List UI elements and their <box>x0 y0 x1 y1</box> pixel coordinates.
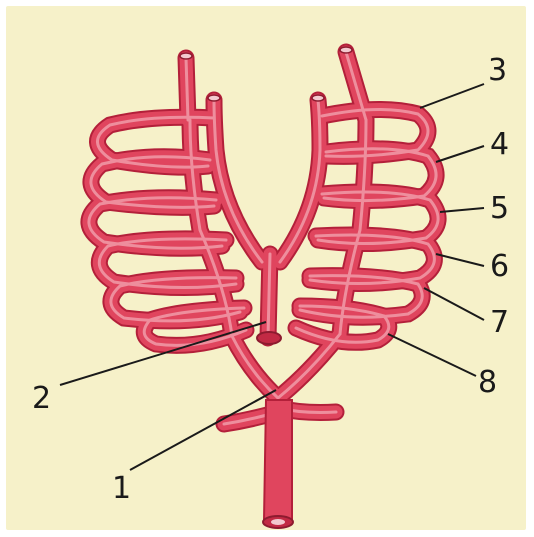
label-7: 7 <box>490 305 509 340</box>
leader-line-1 <box>130 390 276 470</box>
label-8: 8 <box>478 365 497 400</box>
leader-line-4 <box>436 146 484 162</box>
label-5: 5 <box>490 191 509 226</box>
label-4: 4 <box>490 127 509 162</box>
leader-line-6 <box>436 254 484 266</box>
leader-line-5 <box>440 208 484 212</box>
vessel-end <box>208 95 220 101</box>
label-3: 3 <box>488 53 507 88</box>
leader-line-8 <box>388 334 476 376</box>
label-6: 6 <box>490 249 509 284</box>
ventral-stem-opening <box>257 332 281 344</box>
vessel-end <box>180 53 192 59</box>
vessel-end <box>340 47 352 53</box>
label-2: 2 <box>32 381 51 416</box>
leader-line-7 <box>424 288 484 320</box>
vessel-end <box>312 95 324 101</box>
trunk-lumen <box>271 519 285 525</box>
label-1: 1 <box>112 471 131 506</box>
leader-line-3 <box>420 84 484 108</box>
trunk <box>264 400 292 520</box>
